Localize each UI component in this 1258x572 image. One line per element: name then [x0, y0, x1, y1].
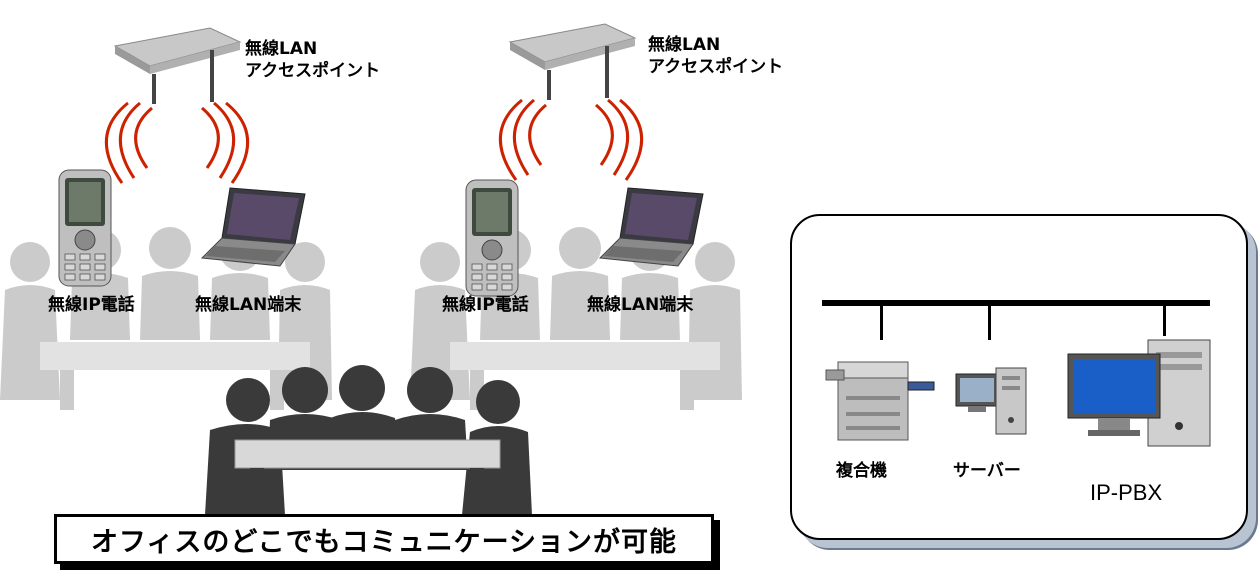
laptop-icon [200, 187, 306, 267]
device-label-ip-pbx: IP-PBX [1090, 480, 1163, 505]
caption-banner: オフィスのどこでもコミュニケーションが可能 [54, 514, 714, 564]
laptop-label: 無線LAN端末 [195, 295, 302, 315]
access-point-label: 無線LAN アクセスポイント [245, 39, 381, 81]
device-label-server: サーバー [953, 461, 1021, 481]
ip-pbx-icon [1067, 339, 1211, 447]
ip-phone-icon [465, 179, 519, 297]
wireless-signal-icon [104, 101, 250, 184]
laptop-label: 無線LAN端末 [587, 295, 694, 315]
access-point-icon [113, 27, 242, 104]
laptop-icon [598, 187, 704, 267]
ip-phone-icon [58, 169, 112, 287]
device-label-printer: 複合機 [836, 461, 887, 481]
multifunction-printer-icon [825, 361, 935, 441]
phone-label: 無線IP電話 [442, 295, 529, 315]
access-point-label: 無線LAN アクセスポイント [648, 35, 784, 77]
wireless-signal-icon [498, 98, 644, 181]
access-point-icon [508, 23, 637, 100]
server-icon [955, 367, 1027, 435]
phone-label: 無線IP電話 [48, 295, 135, 315]
